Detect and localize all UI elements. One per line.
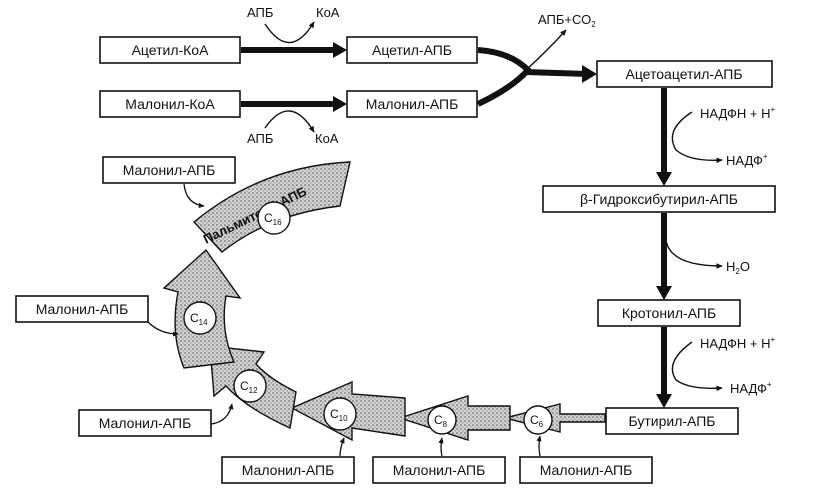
svg-text:C10: C10	[330, 407, 348, 423]
acetyl-apb-box: Ацетил-АПБ	[346, 36, 478, 64]
svg-text:Малонил-АПБ: Малонил-АПБ	[393, 462, 486, 478]
coa-label-1: КоА	[316, 5, 340, 20]
svg-text:β-Гидроксибутирил-АПБ: β-Гидроксибутирил-АПБ	[580, 191, 738, 207]
carbon-c14: C14	[183, 301, 217, 335]
malonyl-apb-bottom-left-box: Малонил-АПБ	[78, 409, 212, 437]
apb-label-1: АПБ	[247, 5, 273, 20]
svg-text:Ацетил-АПБ: Ацетил-АПБ	[372, 42, 452, 58]
nadp-label-1: НАДФ+	[726, 152, 768, 168]
coa-label-2: КоА	[315, 131, 339, 146]
carbon-c12: C12	[233, 369, 267, 403]
carbon-c6: C6	[523, 405, 553, 435]
butyryl-apb-box: Бутирил-АПБ	[605, 407, 739, 435]
carbon-c8: C8	[427, 405, 457, 435]
crotonyl-apb-box: Кротонил-АПБ	[597, 299, 741, 327]
svg-text:C6: C6	[530, 413, 544, 429]
svg-text:Малонил-АПБ: Малонил-АПБ	[36, 301, 129, 317]
malonyl-coa-box: Малонил-КоА	[99, 90, 241, 118]
malonyl-apb-top-box: Малонил-АПБ	[102, 156, 236, 184]
svg-text:C12: C12	[240, 379, 258, 395]
carbon-c10: C10	[323, 397, 357, 431]
svg-text:Малонил-АПБ: Малонил-АПБ	[99, 415, 192, 431]
svg-text:Бутирил-АПБ: Бутирил-АПБ	[629, 413, 716, 429]
svg-text:Ацетил-КоА: Ацетил-КоА	[132, 42, 210, 58]
nadph-label-1: НАДФН + Н+	[700, 105, 775, 121]
malonyl-apb-box: Малонил-АПБ	[346, 90, 478, 118]
nadph-label-2: НАДФН + Н+	[700, 335, 775, 351]
water-label: H2O	[726, 259, 750, 276]
svg-text:Малонил-АПБ: Малонил-АПБ	[540, 462, 633, 478]
svg-text:C16: C16	[264, 211, 282, 227]
malonyl-apb-bottom-2-box: Малонил-АПБ	[372, 456, 506, 484]
acetyl-coa-box: Ацетил-КоА	[99, 36, 241, 64]
svg-text:Малонил-АПБ: Малонил-АПБ	[242, 462, 335, 478]
carbon-c16: C16	[257, 201, 291, 235]
nadp-label-2: НАДФ+	[730, 380, 772, 396]
segment-c6	[504, 403, 606, 433]
acetoacetyl-apb-box: Ацетоацетил-АПБ	[596, 60, 773, 88]
svg-text:Малонил-КоА: Малонил-КоА	[125, 96, 215, 112]
svg-text:Ацетоацетил-АПБ: Ацетоацетил-АПБ	[625, 66, 742, 82]
apb-label-2: АПБ	[247, 131, 273, 146]
hydroxybutyryl-apb-box: β-Гидроксибутирил-АПБ	[542, 185, 776, 213]
svg-text:Кротонил-АПБ: Кротонил-АПБ	[622, 305, 716, 321]
malonyl-apb-bottom-3-box: Малонил-АПБ	[519, 456, 653, 484]
svg-text:C14: C14	[190, 311, 208, 327]
svg-text:Малонил-АПБ: Малонил-АПБ	[123, 162, 216, 178]
apb-co2-label: АПБ+СО2	[538, 12, 596, 29]
svg-text:C8: C8	[434, 413, 448, 429]
malonyl-apb-bottom-1-box: Малонил-АПБ	[221, 456, 355, 484]
svg-text:Малонил-АПБ: Малонил-АПБ	[366, 96, 459, 112]
malonyl-apb-left-box: Малонил-АПБ	[15, 295, 149, 323]
